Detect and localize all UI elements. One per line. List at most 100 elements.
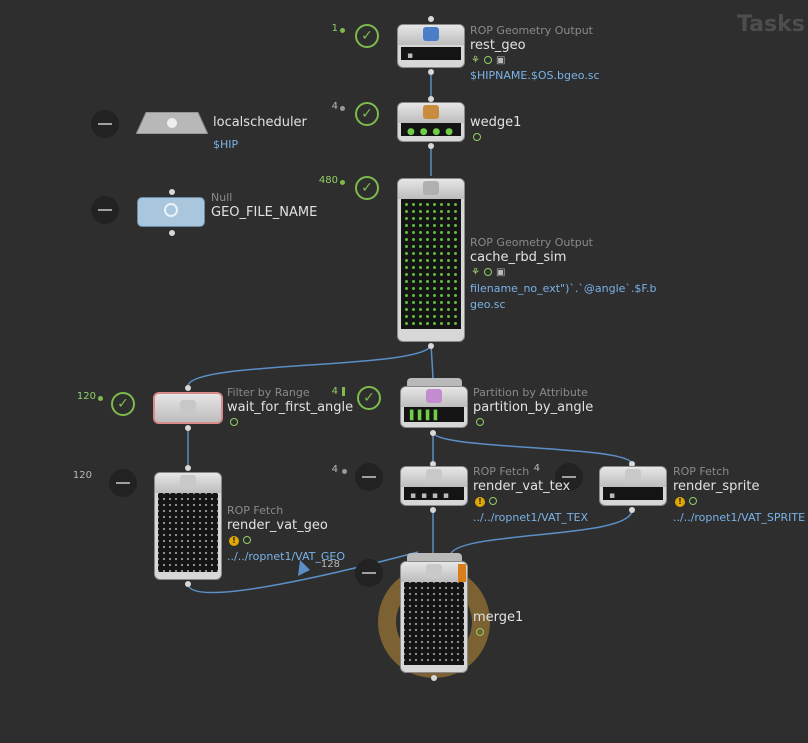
input-bar[interactable] [407,553,462,561]
node-name-label[interactable]: wait_for_first_angle [227,400,354,415]
cooked-check-icon[interactable]: ✓ [355,176,379,200]
wire-render-sprite-to-merge [449,509,633,557]
wire-arrowhead [298,560,310,576]
output-port[interactable] [430,430,436,436]
collapse-icon[interactable] [91,110,119,138]
warning-icon[interactable]: ! [229,536,239,546]
input-port[interactable] [185,385,191,391]
work-item-grid [158,493,218,572]
ring-icon[interactable] [489,497,497,505]
output-port[interactable] [185,581,191,587]
node-name-label[interactable]: cache_rbd_sim [470,250,567,265]
lock-icon[interactable]: ▣ [495,267,506,278]
node-parm-label: $HIP [213,138,239,151]
output-port[interactable] [431,675,437,681]
input-port[interactable] [430,461,436,467]
ring-icon[interactable] [243,536,251,544]
rop-fetch-icon [426,469,442,483]
node-tile[interactable] [400,561,468,673]
node-header [398,103,464,123]
work-item-count: 128 [320,559,340,570]
node-name-label[interactable]: localscheduler [213,115,307,130]
ring-icon[interactable] [476,418,484,426]
node-name-label[interactable]: render_sprite [673,479,760,494]
node-name-label[interactable]: GEO_FILE_NAME [211,205,318,220]
node-type-label: Filter by Range [227,386,310,399]
node-tile[interactable]: ▪ ▪ ▪ ▪ [400,466,468,506]
count-dot-icon [342,469,347,474]
node-tile[interactable] [154,472,222,580]
node-parm-label: ../../ropnet1/VAT_SPRITE [673,511,806,524]
collapse-icon[interactable] [91,196,119,224]
node-header [401,467,467,487]
node-flags: ! [229,535,255,546]
node-tile[interactable]: ● ● ● ● [397,102,465,142]
node-name-label[interactable]: wedge1 [470,115,522,130]
cooked-check-icon[interactable]: ✓ [355,102,379,126]
ring-icon[interactable] [483,56,492,64]
collapse-icon[interactable] [109,469,137,497]
work-item-count: 120 [72,470,92,481]
input-port[interactable] [428,16,434,22]
count-bar-icon [342,387,345,396]
collapse-icon[interactable] [355,559,383,587]
bypass-icon[interactable]: ⚘ [471,267,480,278]
input-port[interactable] [629,461,635,467]
count-dot-icon [98,396,103,401]
node-tile[interactable]: ▪ [397,24,465,68]
output-port[interactable] [428,69,434,75]
node-type-label: ROP Geometry Output [470,24,593,37]
node-name-label[interactable]: partition_by_angle [473,400,594,415]
lock-icon[interactable]: ▣ [495,55,506,66]
network-context-label: Tasks [737,12,805,37]
node-tile[interactable] [397,178,465,342]
output-port[interactable] [428,143,434,149]
node-name-label[interactable]: render_vat_geo [227,518,328,533]
cooked-check-icon[interactable]: ✓ [357,386,381,410]
input-port[interactable] [185,465,191,471]
node-name-label[interactable]: rest_geo [470,38,526,53]
output-port[interactable] [185,425,191,431]
warning-icon[interactable]: ! [475,497,485,507]
input-port[interactable] [428,96,434,102]
cooked-check-icon[interactable]: ✓ [111,392,135,416]
work-item-count-secondary: 4 [533,463,540,474]
bypass-icon[interactable]: ⚘ [471,55,480,66]
node-flags [476,417,488,428]
wire-render-vat-geo-to-merge [187,551,419,594]
node-tile[interactable]: ▌▌▌▌ [400,386,468,428]
warning-icon[interactable]: ! [675,497,685,507]
count-dot-icon [340,180,345,185]
input-port[interactable] [169,189,175,195]
ring-icon[interactable] [483,268,492,276]
ring-icon[interactable] [230,418,238,426]
input-bar[interactable] [407,378,462,386]
node-parm-label: ../../ropnet1/VAT_GEO [227,550,345,563]
ring-icon[interactable] [473,133,481,141]
node-tile[interactable]: ▪ [599,466,667,506]
node-name-label[interactable]: render_vat_tex [473,479,571,494]
output-port[interactable] [430,507,436,513]
node-flags: ! [475,496,501,507]
node-body: ● ● ● ● [401,123,461,137]
work-item-count: 4 [331,464,338,475]
null-node-tile[interactable] [137,197,205,227]
node-header [401,562,467,582]
node-flags [476,627,488,638]
output-port[interactable] [428,343,434,349]
collapse-icon[interactable] [555,463,583,491]
output-port[interactable] [169,230,175,236]
cooked-check-icon[interactable]: ✓ [355,24,379,48]
ring-icon[interactable] [476,628,484,636]
node-type-label: Null [211,191,233,204]
scheduler-node-shape[interactable] [136,112,208,134]
node-body: ▪ ▪ ▪ ▪ [404,487,464,501]
output-port[interactable] [629,507,635,513]
node-tile[interactable] [153,392,223,424]
node-name-label[interactable]: merge1 [473,610,524,625]
count-dot-icon [340,28,345,33]
ring-icon[interactable] [689,497,697,505]
rop-fetch-icon [180,475,196,489]
flag-orange-icon[interactable] [458,564,466,582]
collapse-icon[interactable] [355,463,383,491]
